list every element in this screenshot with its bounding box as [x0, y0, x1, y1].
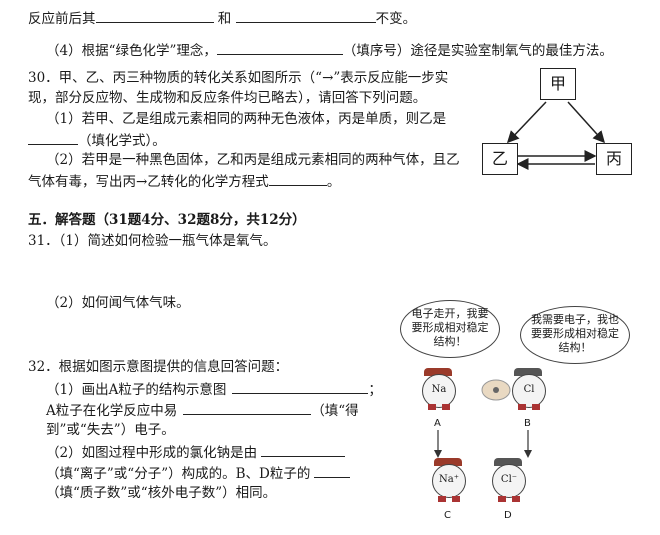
diagram-node-bing: 丙	[596, 143, 632, 175]
label-c: C	[444, 510, 451, 521]
q32-sub2-b-blank[interactable]	[314, 463, 351, 478]
q32-sub1-a-text: （1）画出A粒子的结构示意图	[46, 382, 227, 398]
q32-sub1-b-end: （填“得	[311, 403, 359, 419]
section5-heading: 五．解答题（31题4分、32题8分，共12分）	[28, 212, 306, 228]
q30-sub2-b: 气体有毒，写出丙→乙转化的化学方程式 。	[28, 171, 340, 191]
hat-c-icon	[434, 458, 462, 466]
label-a: A	[434, 418, 441, 429]
q32-sub1-b: A粒子在化学反应中易 （填“得	[46, 400, 359, 420]
hat-a-icon	[424, 368, 452, 376]
label-b: B	[524, 418, 531, 429]
hat-d-icon	[494, 458, 522, 466]
q30-sub1-b: （填化学式）。	[28, 130, 166, 150]
q30-sub2-a: （2）若甲是一种黑色固体，乙和丙是组成元素相同的两种气体，且乙	[46, 152, 460, 168]
q32-stem: 32．根据如图示意图提供的信息回答问题：	[28, 359, 289, 375]
q30-sub2-blank[interactable]	[268, 171, 327, 186]
q30-sub1-b-text: （填化学式）。	[78, 133, 166, 149]
diagram-arrows	[506, 101, 606, 170]
atom-d: Cl⁻	[492, 464, 526, 498]
q32-sub2-b-text: （填“离子”或“分子”）构成的。B、D粒子的	[46, 466, 311, 482]
speech-bubble-left: 电子走开，我要要形成相对稳定结构！	[400, 300, 500, 358]
hat-b-icon	[514, 368, 542, 376]
q29-blank-1[interactable]	[95, 8, 214, 23]
q32-sub1-b-text: A粒子在化学反应中易	[46, 403, 178, 419]
q32-sub1-a: （1）画出A粒子的结构示意图 ；	[46, 379, 382, 399]
q31-sub2: （2）如何闻气体气味。	[46, 295, 190, 311]
diagram-node-jia: 甲	[540, 68, 576, 100]
q30-stem-1: 30．甲、乙、丙三种物质的转化关系如图所示（“→”表示反应能一步实	[28, 70, 449, 86]
q32-sub2-a-text: （2）如图过程中形成的氯化钠是由	[46, 445, 258, 461]
q32-sub1-a-end: ；	[368, 382, 382, 398]
q29-line1: 反应前后其 和 不变。	[28, 8, 416, 28]
label-d: D	[504, 510, 512, 521]
atom-a: Na	[422, 374, 456, 408]
q32-sub1-c: 到”或“失去”）电子。	[46, 422, 175, 438]
q29-sub4-blank[interactable]	[216, 40, 343, 55]
q29-line1-text: 反应前后其	[28, 11, 96, 27]
q29-blank-2[interactable]	[235, 8, 376, 23]
q32-sub2-a: （2）如图过程中形成的氯化钠是由	[46, 442, 346, 462]
q29-sub4-end: （填序号）途径是实验室制氧气的最佳方法。	[342, 43, 613, 59]
reaction-arrows	[434, 430, 532, 458]
q32-sub2-c: （填“质子数”或“核外电子数”）相同。	[46, 485, 277, 501]
q29-line1-end: 不变。	[375, 11, 417, 27]
electron-transfer-icon	[481, 379, 511, 401]
q31-sub1: 31．（1）简述如何检验一瓶气体是氧气。	[28, 233, 277, 249]
q29-sub4-text: （4）根据“绿色化学”理念，	[46, 43, 217, 59]
arrow-jia-to-yi	[506, 101, 547, 144]
q32-sub2-b: （填“离子”或“分子”）构成的。B、D粒子的	[46, 463, 351, 483]
atom-c: Na⁺	[432, 464, 466, 498]
speech-bubble-right: 我需要电子，我也要要形成相对稳定结构！	[520, 306, 630, 364]
sodium-chloride-cartoon: 电子走开，我要要形成相对稳定结构！ 我需要电子，我也要要形成相对稳定结构！ Na…	[398, 300, 648, 530]
q29-line1-and: 和	[217, 11, 232, 27]
q32-sub1-b-blank[interactable]	[183, 400, 312, 415]
atom-b: Cl	[512, 374, 546, 408]
q30-sub1-blank[interactable]	[28, 130, 78, 145]
q30-sub2-b-text: 气体有毒，写出丙→乙转化的化学方程式	[28, 174, 269, 190]
q32-sub2-a-blank[interactable]	[261, 442, 346, 457]
q32-sub1-a-blank[interactable]	[232, 379, 369, 394]
q29-sub4: （4）根据“绿色化学”理念， （填序号）途径是实验室制氧气的最佳方法。	[46, 40, 613, 60]
transformation-diagram: 甲 乙 丙	[478, 66, 638, 181]
q30-sub1-a: （1）若甲、乙是组成元素相同的两种无色液体，丙是单质，则乙是	[46, 111, 447, 127]
cartoon-feet-icon	[428, 404, 540, 502]
q30-sub2-b-end: 。	[326, 174, 341, 190]
q30-stem-2: 现，部分反应物、生成物和反应条件均已略去），请回答下列问题。	[28, 90, 427, 106]
diagram-node-yi: 乙	[482, 143, 518, 175]
arrow-jia-to-bing	[567, 101, 606, 144]
